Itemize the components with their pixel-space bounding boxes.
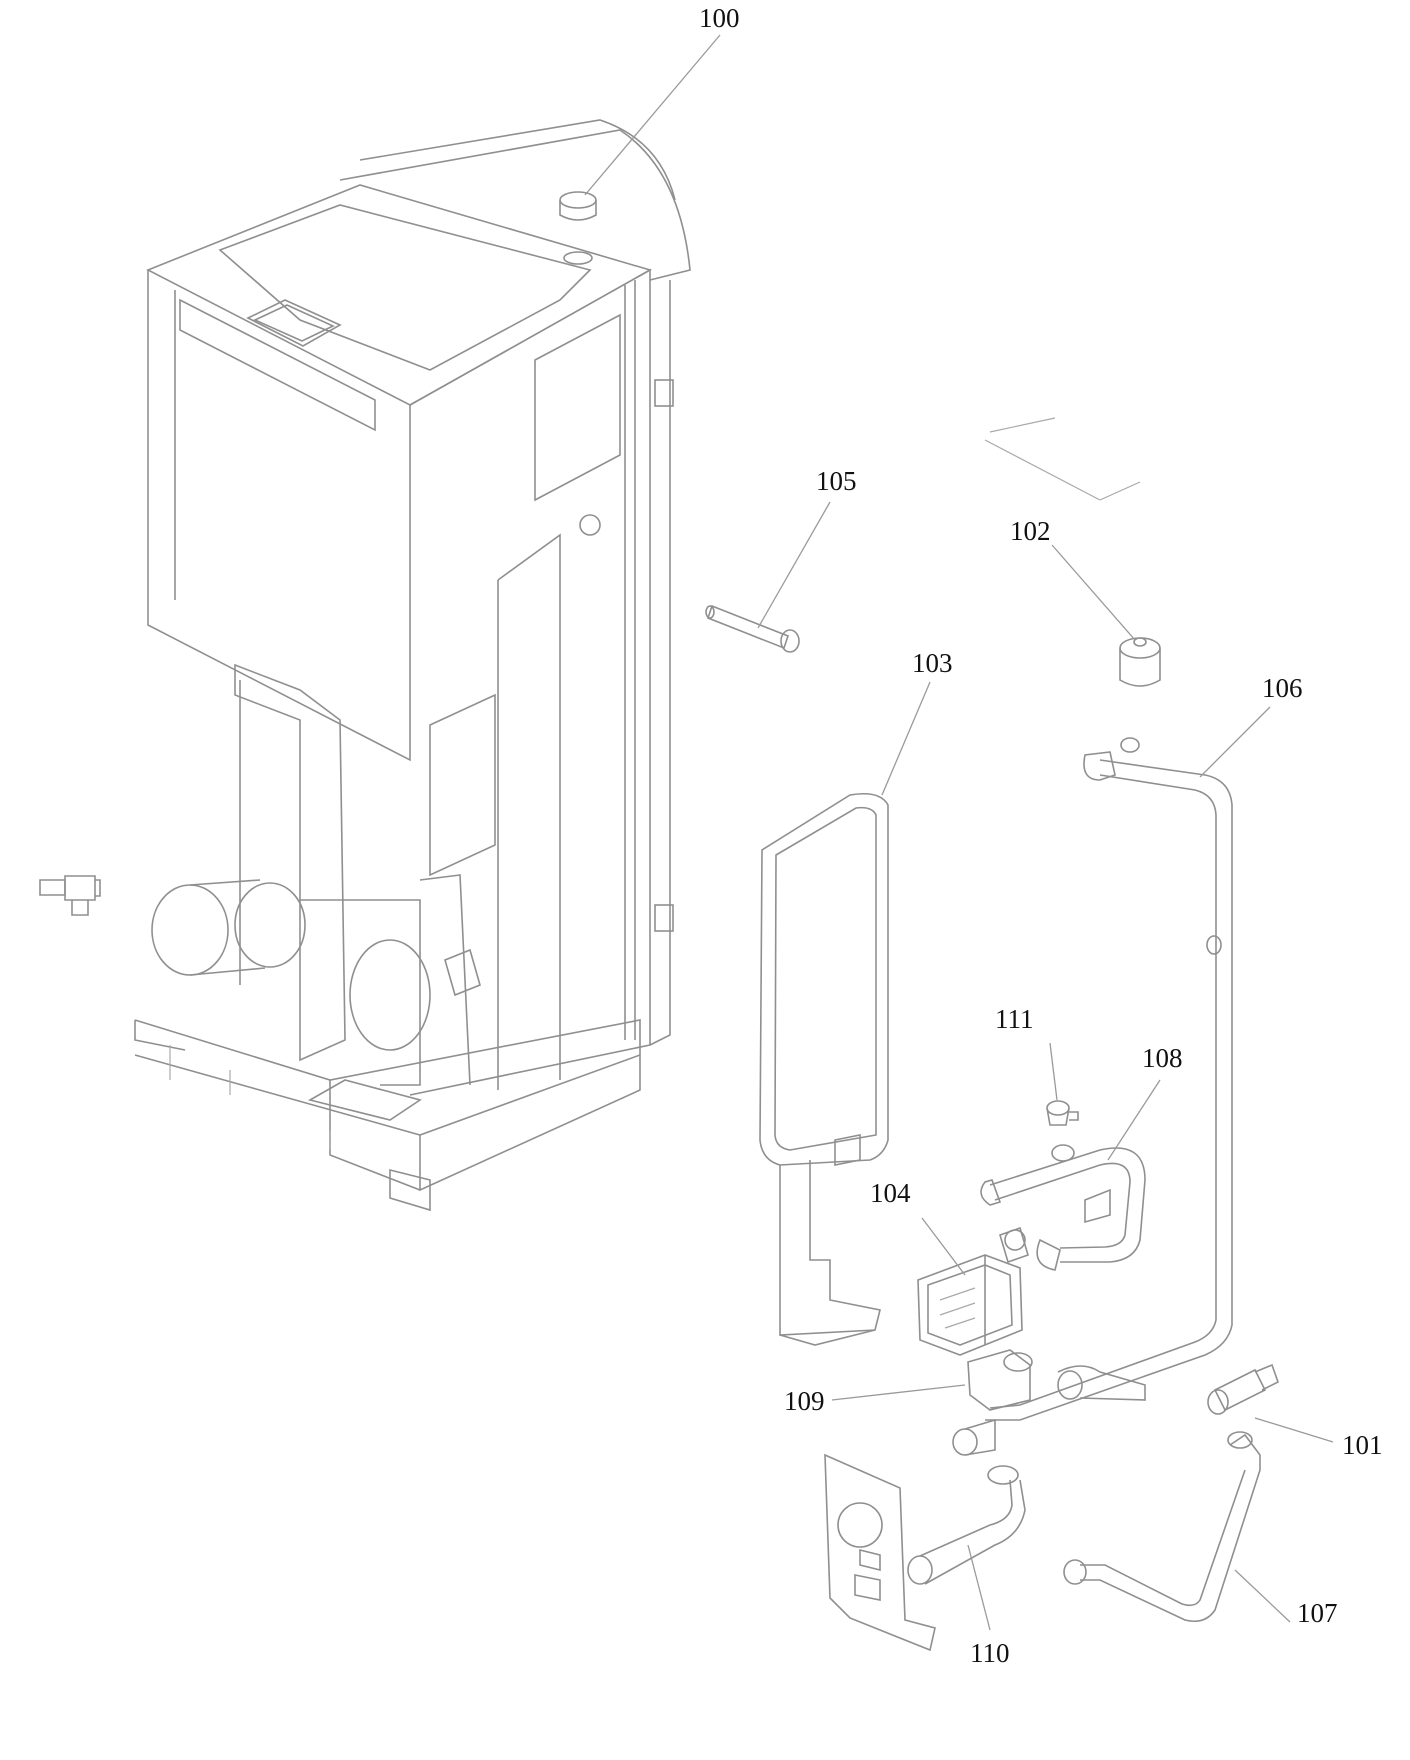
callout-105: 105 [816,466,857,496]
leader-lines [584,34,1334,1631]
loose-valve-fitting [39,875,101,916]
callout-100: 100 [699,3,740,33]
callout-108: 108 [1142,1043,1183,1073]
callout-111: 111 [995,1004,1034,1034]
leader-102 [1051,544,1136,641]
part-105-rod [705,604,800,653]
leader-110 [967,1544,991,1631]
part-106-pipe [952,737,1233,1456]
part-108-pipe [980,1144,1146,1271]
leader-109 [831,1384,966,1401]
leader-104 [921,1217,966,1276]
leader-106 [1199,706,1271,778]
leader-111 [1049,1042,1058,1101]
leader-101 [1254,1417,1334,1443]
callout-103: 103 [912,648,953,678]
part-104-pump [917,1226,1029,1356]
leader-105 [757,501,831,629]
callout-110: 110 [970,1638,1010,1668]
leader-103 [881,681,931,796]
callout-102: 102 [1010,516,1051,546]
callout-109: 109 [784,1386,825,1416]
callout-101: 101 [1342,1430,1383,1460]
part-101-fitting [1207,1363,1279,1415]
part-102-air-vent [984,417,1161,687]
boiler-cabinet [134,119,691,1212]
part-110-pipe-bracket [824,1453,1026,1652]
part-107-pipe [1063,1431,1261,1623]
leader-100 [584,34,721,196]
part-111-plug [1046,1100,1079,1126]
callout-106: 106 [1262,673,1303,703]
leader-107 [1234,1569,1291,1623]
leader-108 [1107,1079,1161,1161]
callout-107: 107 [1297,1598,1338,1628]
callout-104: 104 [870,1178,911,1208]
part-109-valve [967,1349,1146,1411]
part-103-expansion-vessel [759,792,889,1346]
